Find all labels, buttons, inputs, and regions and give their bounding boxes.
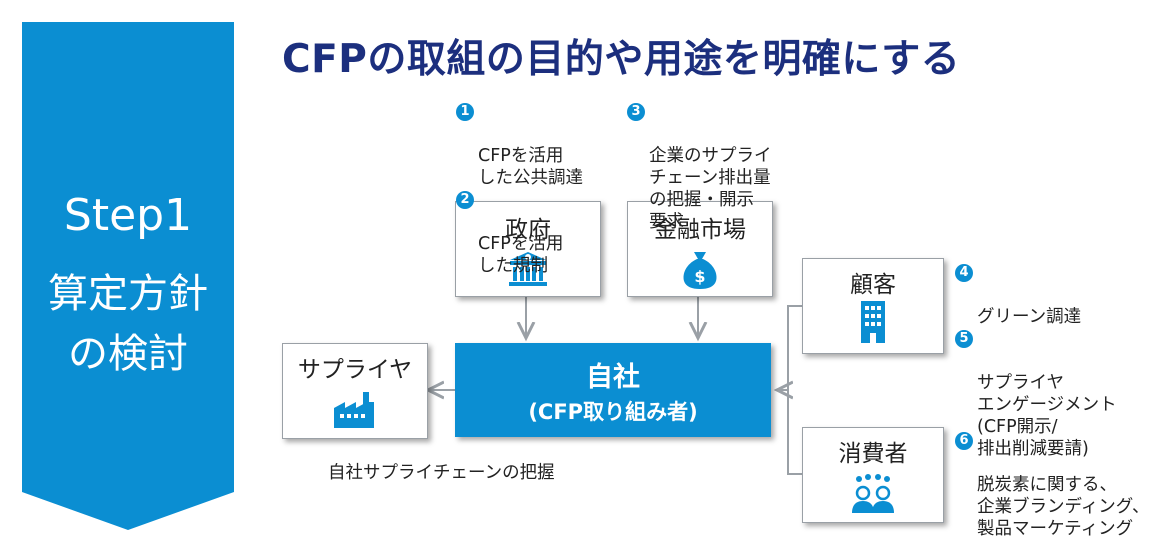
number-badge: 6: [955, 432, 973, 450]
note-item: 5 サプライヤ エンゲージメント (CFP開示/ 排出削減要請): [955, 328, 1117, 460]
note-text: 脱炭素に関する、 企業ブランディング、 製品マーケティング: [977, 475, 1150, 539]
self-company-box: 自社 (CFP取り組み者): [455, 343, 771, 437]
note-text: CFPを活用 した公共調達: [478, 146, 583, 188]
number-badge: 1: [456, 103, 474, 121]
note-item: 1 CFPを活用 した公共調達: [456, 101, 583, 189]
office-building-icon: [861, 301, 885, 343]
consumer-box: 消費者: [802, 427, 944, 523]
number-badge: 4: [955, 264, 973, 282]
note-item: 4 グリーン調達: [955, 262, 1117, 328]
step-banner-shape: [22, 22, 234, 530]
consumer-notes: 6 脱炭素に関する、 企業ブランディング、 製品マーケティング: [955, 430, 1150, 540]
self-company-sub: (CFP取り組み者): [528, 400, 698, 424]
step-banner: Step1 算定方針 の検討: [22, 22, 234, 530]
government-box: 政府: [455, 201, 601, 297]
bracket-customer-consumer: [787, 305, 802, 475]
note-item: 6 脱炭素に関する、 企業ブランディング、 製品マーケティング: [955, 430, 1150, 540]
supplier-box: サプライヤ: [282, 343, 428, 439]
customer-label: 顧客: [850, 272, 896, 298]
money-bag-icon: $: [683, 252, 717, 289]
number-badge: 2: [456, 191, 474, 209]
finance-box: 金融市場 $: [627, 201, 773, 297]
supplier-label: サプライヤ: [297, 357, 413, 383]
customer-box: 顧客: [802, 258, 944, 354]
consumer-label: 消費者: [838, 441, 908, 467]
self-company-name: 自社: [586, 362, 640, 393]
finance-notes: 3 企業のサプライ チェーン排出量 の把握・開示 要求: [627, 101, 772, 233]
svg-text:$: $: [694, 267, 705, 286]
step-title: 算定方針 の検討: [48, 271, 208, 377]
government-label: 政府: [505, 217, 551, 243]
government-building-icon: [509, 252, 547, 286]
government-notes: 1 CFPを活用 した公共調達 2 CFPを活用 した規制: [456, 101, 583, 277]
page-title: CFPの取組の目的や用途を明確にする: [282, 37, 961, 82]
factory-icon: [334, 392, 374, 428]
supply-chain-caption: 自社サプライチェーンの把握: [328, 463, 555, 483]
note-text: CFPを活用 した規制: [478, 234, 564, 276]
people-group-icon: [852, 474, 894, 513]
finance-label: 金融市場: [654, 217, 746, 243]
note-item: 3 企業のサプライ チェーン排出量 の把握・開示 要求: [627, 101, 772, 233]
step-label: Step1: [63, 190, 193, 241]
customer-notes: 4 グリーン調達 5 サプライヤ エンゲージメント (CFP開示/ 排出削減要請…: [955, 262, 1117, 460]
note-text: グリーン調達: [977, 307, 1082, 327]
note-text: サプライヤ エンゲージメント (CFP開示/ 排出削減要請): [977, 373, 1117, 459]
number-badge: 3: [627, 103, 645, 121]
note-item: 2 CFPを活用 した規制: [456, 189, 583, 277]
number-badge: 5: [955, 330, 973, 348]
note-text: 企業のサプライ チェーン排出量 の把握・開示 要求: [649, 146, 772, 232]
